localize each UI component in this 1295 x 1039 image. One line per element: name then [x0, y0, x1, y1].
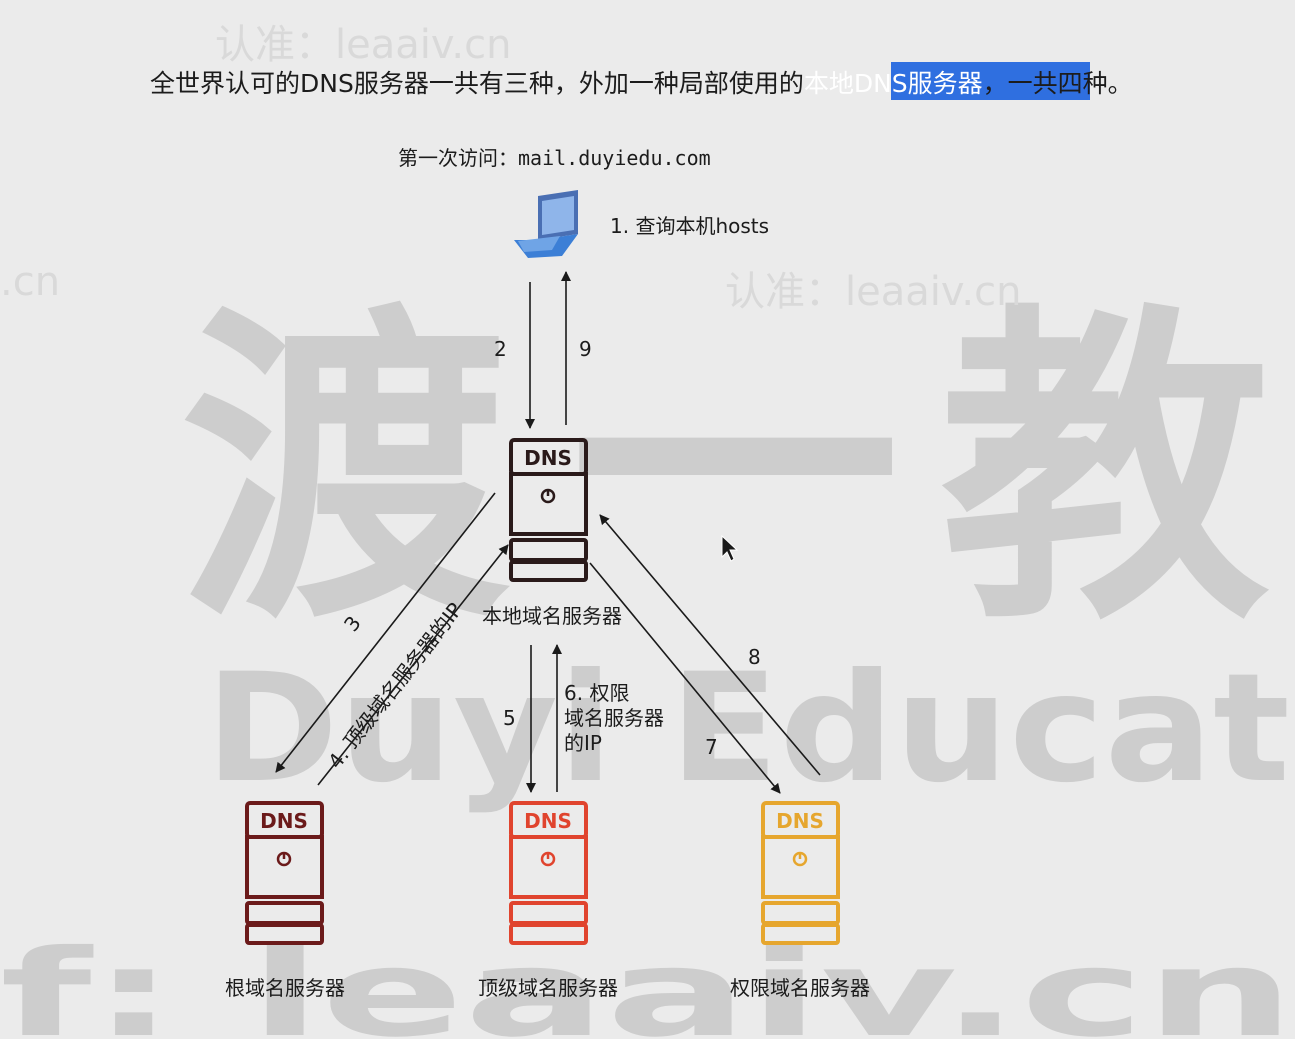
- watermark-site-top: 认准：leaaiv.cn: [215, 22, 511, 68]
- watermark-char-1: 渡: [180, 279, 510, 663]
- arrow-step-4: [317, 544, 509, 786]
- watermark-edge: .cn: [0, 259, 60, 305]
- watermark-layer: 渡 一 教 Duyi Educat f: leaaiv.cn 认准：leaaiv…: [0, 22, 1295, 1039]
- root-dns-badge: DNS: [260, 809, 308, 833]
- heading-before: 全世界认可的DNS服务器一共有三种，外加一种局部使用的: [150, 69, 804, 98]
- local-dns-label: 本地域名服务器: [482, 604, 622, 628]
- arrow-step-7: [589, 562, 781, 794]
- local-dns-badge: DNS: [524, 446, 572, 470]
- watermark-bottom: f: leaaiv.cn: [0, 925, 1295, 1039]
- heading: 全世界认可的DNS服务器一共有三种，外加一种局部使用的本地DNS服务器，一共四种…: [150, 69, 1133, 98]
- auth-dns-label: 权限域名服务器: [730, 976, 870, 1000]
- step-6-label-line3: 的IP: [564, 731, 602, 755]
- step-7-label: 7: [705, 735, 718, 759]
- auth-dns-server-icon: [761, 801, 840, 945]
- watermark-site-mid: 认准：leaaiv.cn: [725, 269, 1021, 315]
- root-dns-server-icon: [245, 801, 324, 945]
- laptop-icon: [514, 190, 578, 258]
- root-dns-label: 根域名服务器: [225, 976, 345, 1000]
- auth-dns-badge: DNS: [776, 809, 824, 833]
- local-dns-server-icon: [509, 438, 588, 582]
- watermark-char-2: 一: [570, 279, 900, 663]
- heading-after: ，一共四种。: [983, 69, 1133, 98]
- watermark-latin: Duyi Educat: [205, 642, 1290, 816]
- step-9-label: 9: [579, 337, 592, 361]
- watermark-char-3: 教: [940, 279, 1270, 663]
- arrow-step-3: [275, 492, 496, 773]
- step-6-label-line1: 6. 权限: [564, 681, 629, 705]
- arrow-step-8: [599, 514, 821, 776]
- step-5-label: 5: [503, 706, 516, 730]
- step-6-label-line2: 域名服务器: [564, 706, 664, 730]
- step-2-label: 2: [494, 337, 507, 361]
- heading-highlight: 本地DNS服务器: [804, 69, 983, 98]
- tld-dns-badge: DNS: [524, 809, 572, 833]
- step-1-label: 1. 查询本机hosts: [610, 214, 769, 238]
- mouse-cursor-icon: [721, 534, 739, 562]
- tld-dns-label: 顶级域名服务器: [478, 976, 618, 1000]
- heading-highlight-box: [891, 62, 1090, 100]
- tld-dns-server-icon: [509, 801, 588, 945]
- step-8-label: 8: [748, 645, 761, 669]
- first-visit-caption: 第一次访问：mail.duyiedu.com: [398, 146, 711, 170]
